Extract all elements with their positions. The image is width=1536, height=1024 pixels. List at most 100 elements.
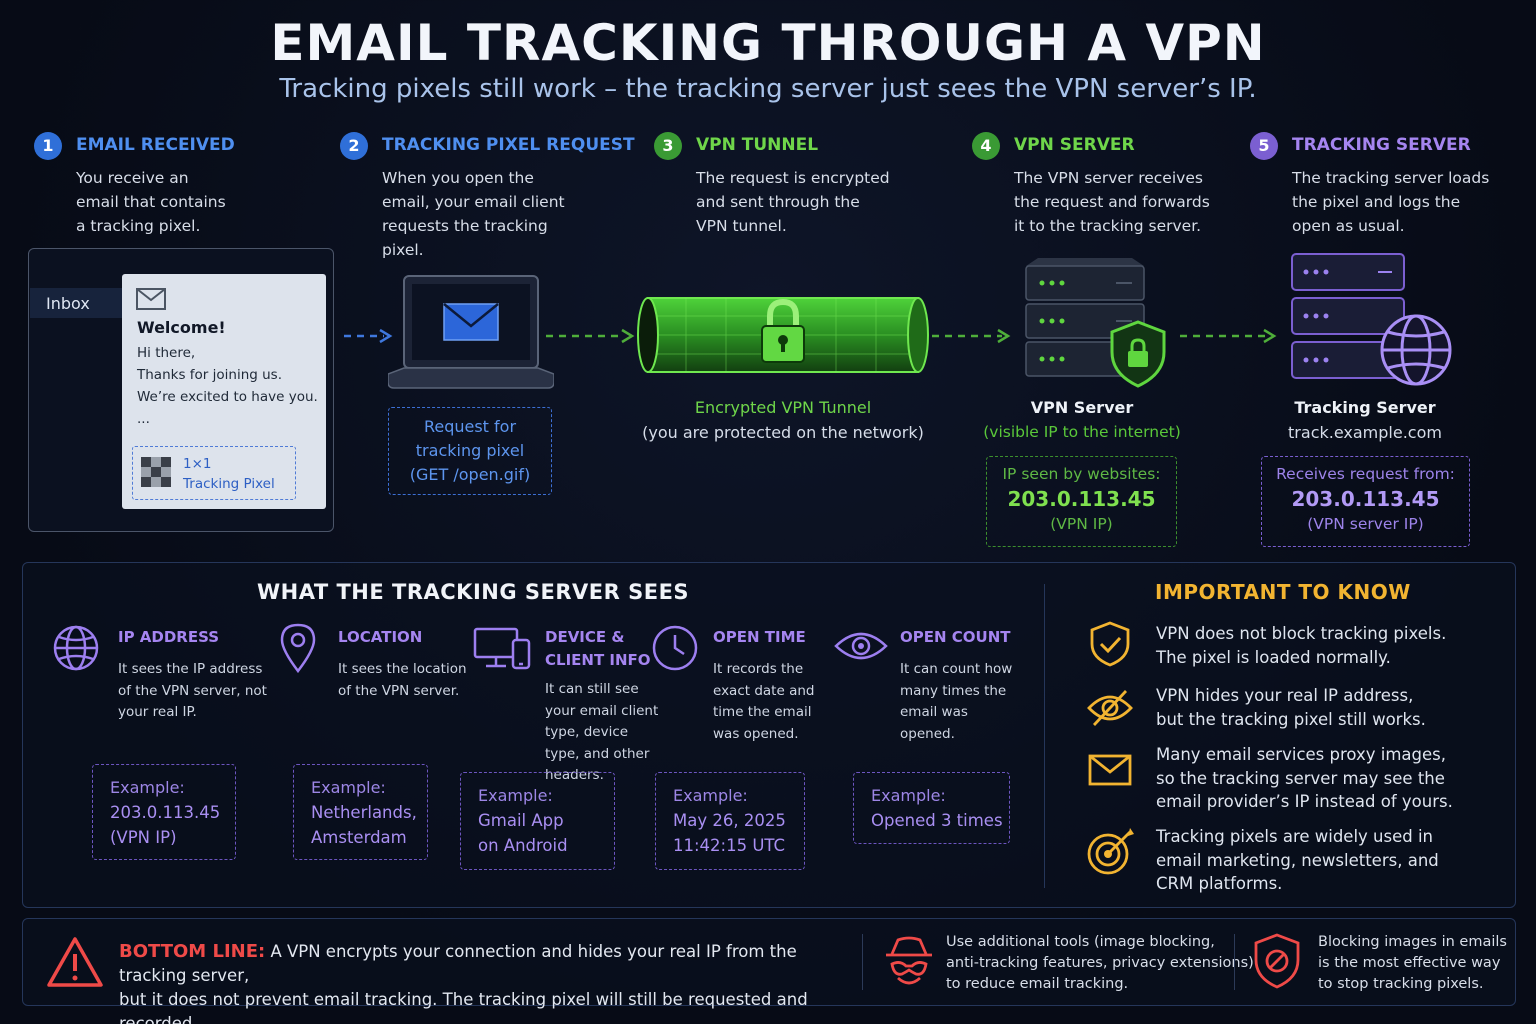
vpn-ip-box: IP seen by websites: 203.0.113.45 (VPN I…	[986, 456, 1177, 547]
step-title: EMAIL RECEIVED	[76, 135, 235, 155]
important-item: Tracking pixels are widely used in email…	[1156, 825, 1439, 896]
step-description: The request is encrypted and sent throug…	[696, 169, 890, 235]
example-value: Gmail App	[478, 811, 564, 830]
important-line: Many email services proxy images,	[1156, 745, 1446, 764]
request-line: Request for	[423, 417, 517, 436]
example-value: Amsterdam	[311, 828, 407, 847]
important-line: Tracking pixels are widely used in	[1156, 827, 1434, 846]
tracking-pixel-label: 1×1 Tracking Pixel	[183, 454, 275, 494]
shield-lock-icon	[1110, 320, 1166, 388]
tip-line: to stop tracking pixels.	[1318, 976, 1484, 992]
tracking-server-domain: track.example.com	[1288, 423, 1442, 442]
location-pin-icon	[280, 623, 316, 674]
lock-icon	[761, 298, 805, 363]
arrow-head	[379, 328, 393, 344]
request-line: tracking pixel	[415, 441, 525, 460]
inbox-label: Inbox	[30, 288, 125, 318]
eye-icon	[834, 632, 888, 660]
flow-arrows	[344, 328, 1277, 344]
email-line: We’re excited to have you.	[137, 389, 318, 405]
bottom-line-heading: BOTTOM LINE:	[119, 941, 266, 962]
tracking-ip-box: Receives request from: 203.0.113.45 (VPN…	[1261, 456, 1470, 547]
tracking-ip-heading: Receives request from:	[1276, 465, 1455, 483]
globe-icon	[1380, 314, 1452, 386]
example-heading: Example:	[110, 778, 185, 797]
tracking-server-icon	[1291, 253, 1452, 386]
tip-line: anti-tracking features, privacy extensio…	[946, 955, 1254, 971]
pixel-grid-icon	[141, 457, 171, 487]
bottom-line-sentence: but it does not prevent email tracking. …	[119, 990, 808, 1024]
page-title: EMAIL TRACKING THROUGH A VPN	[270, 14, 1266, 72]
vpn-server-label: VPN Server	[1030, 398, 1134, 417]
item-title-open-time: OPEN TIME	[713, 628, 806, 646]
shield-check-icon	[1090, 621, 1130, 667]
example-value: (VPN IP)	[110, 828, 177, 847]
example-value: Opened 3 times	[871, 811, 1003, 830]
target-icon	[1087, 828, 1134, 875]
step-title: VPN TUNNEL	[696, 135, 819, 155]
tracking-ip-value: 203.0.113.45	[1291, 487, 1440, 511]
important-item: VPN does not block tracking pixels. The …	[1156, 622, 1446, 669]
step-title: TRACKING PIXEL REQUEST	[382, 135, 635, 155]
item-title-ip-address: IP ADDRESS	[118, 628, 220, 646]
item-desc-open-count: It can count how many times the email wa…	[900, 661, 1013, 742]
devices-icon	[473, 627, 531, 670]
important-line: but the tracking pixel still works.	[1156, 709, 1426, 729]
envelope-icon	[1088, 754, 1132, 786]
step-number: 5	[1250, 132, 1278, 160]
vpn-tunnel-graphic	[637, 297, 929, 373]
example-ip-address: Example: 203.0.113.45 (VPN IP)	[92, 764, 236, 860]
item-title-line: CLIENT INFO	[545, 651, 651, 669]
example-open-count: Example: Opened 3 times	[853, 772, 1010, 844]
tracking-server-sees-panel	[22, 562, 1516, 908]
example-value: 11:42:15 UTC	[673, 836, 786, 855]
example-location: Example: Netherlands, Amsterdam	[293, 764, 428, 860]
step-description: You receive an email that contains a tra…	[76, 169, 226, 235]
step-description: The tracking server loads the pixel and …	[1292, 169, 1490, 235]
tip-line: is the most effective way	[1318, 955, 1501, 971]
item-title-open-count: OPEN COUNT	[900, 628, 1011, 646]
vpn-ip-note: (VPN IP)	[1050, 515, 1113, 533]
example-device-client-info: Example: Gmail App on Android	[460, 772, 615, 870]
example-value: Netherlands,	[311, 803, 417, 822]
shield-block-icon	[1254, 933, 1300, 989]
tip-line: Use additional tools (image blocking,	[946, 934, 1215, 950]
step-number: 2	[340, 132, 368, 160]
globe-icon	[53, 625, 99, 671]
laptop-icon	[388, 275, 554, 389]
bottom-divider	[862, 934, 863, 990]
tunnel-label: Encrypted VPN Tunnel	[694, 398, 872, 417]
warning-icon	[47, 937, 103, 987]
bottom-line-text: BOTTOM LINE: A VPN encrypts your connect…	[119, 940, 859, 1024]
important-line: VPN does not block tracking pixels.	[1156, 624, 1447, 643]
arrow-head	[621, 328, 635, 344]
bottom-line-sentence: A VPN encrypts your connection and hides…	[119, 942, 797, 985]
example-open-time: Example: May 26, 2025 11:42:15 UTC	[655, 772, 805, 870]
pixel-size: 1×1	[183, 456, 212, 472]
step-description: The VPN server receives the request and …	[1014, 169, 1210, 235]
item-title-device-client-info: DEVICE & CLIENT INFO	[545, 626, 651, 672]
tunnel-caption: (you are protected on the network)	[642, 423, 924, 442]
example-value: May 26, 2025	[673, 811, 786, 830]
sees-title: WHAT THE TRACKING SERVER SEES	[256, 580, 690, 604]
example-value: 203.0.113.45	[110, 803, 221, 822]
item-title-line: DEVICE &	[545, 628, 625, 646]
step-title: VPN SERVER	[1014, 135, 1135, 155]
important-line: VPN hides your real IP address,	[1156, 686, 1414, 705]
important-line: email marketing, newsletters, and	[1156, 850, 1439, 870]
example-heading: Example:	[478, 786, 553, 805]
important-line: CRM platforms.	[1156, 874, 1283, 893]
important-line: The pixel is loaded normally.	[1156, 647, 1391, 667]
step-title: TRACKING SERVER	[1292, 135, 1471, 155]
example-heading: Example:	[311, 778, 386, 797]
tracking-ip-note: (VPN server IP)	[1307, 515, 1424, 533]
important-line: email provider’s IP instead of yours.	[1156, 792, 1453, 811]
email-card: Welcome! Hi there, Thanks for joining us…	[122, 274, 326, 509]
pixel-caption: Tracking Pixel	[183, 476, 275, 492]
envelope-icon	[136, 288, 166, 310]
important-title: IMPORTANT TO KNOW	[1155, 580, 1411, 604]
email-line: Hi there,	[137, 345, 196, 361]
email-title: Welcome!	[137, 318, 226, 337]
clock-icon	[652, 625, 698, 671]
important-item: VPN hides your real IP address, but the …	[1156, 684, 1426, 731]
